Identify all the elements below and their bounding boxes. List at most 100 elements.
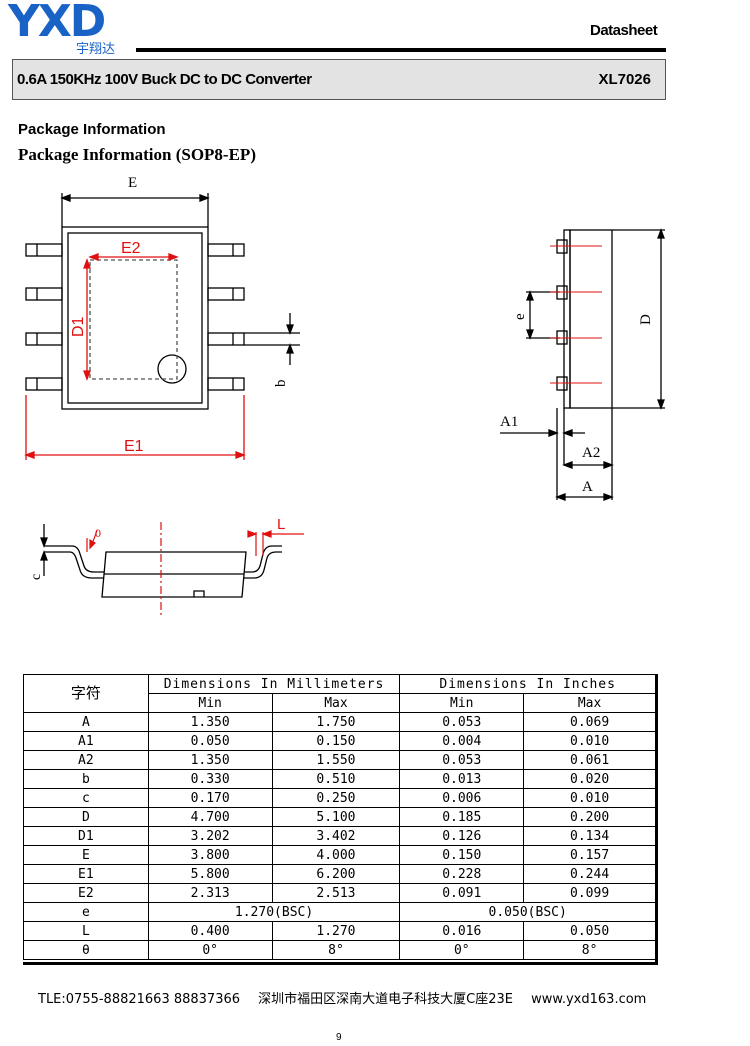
cell-in-max: 0.061 — [523, 750, 656, 770]
cell-in-max: 0.050 — [523, 921, 656, 941]
cell-mm-min: 0.170 — [147, 788, 273, 808]
cell-mm-max: 1.550 — [271, 750, 401, 770]
in-min-header: Min — [399, 693, 525, 713]
company-logo: YXD 宇翔达 — [8, 0, 143, 58]
cell-mm-min: 0.330 — [147, 769, 273, 789]
cell-in-min: 0.006 — [399, 788, 525, 808]
dimensions-table: 字符 Dimensions In Millimeters Dimensions … — [23, 674, 656, 960]
cell-mm-min: 3.800 — [147, 845, 273, 865]
cell-symbol: θ — [23, 940, 149, 960]
symbol-header: 字符 — [23, 674, 149, 713]
table-shadow-bottom — [23, 962, 658, 965]
page-footer: TLE:0755-88821663 88837366 深圳市福田区深南大道电子科… — [38, 988, 660, 1007]
cell-in-bsc: 0.050(BSC) — [399, 902, 656, 922]
cell-symbol: E1 — [23, 864, 149, 884]
cell-symbol: A1 — [23, 731, 149, 751]
in-max-header: Max — [523, 693, 656, 713]
cell-mm-min: 0.050 — [147, 731, 273, 751]
dim-label-A: A — [582, 479, 593, 495]
cell-in-max: 0.244 — [523, 864, 656, 884]
cell-mm-max: 6.200 — [271, 864, 401, 884]
table-subheader-row: Min Max Min Max — [24, 693, 656, 713]
cell-in-max: 0.069 — [523, 712, 656, 732]
cell-symbol: e — [23, 902, 149, 922]
cell-mm-min: 1.350 — [147, 712, 273, 732]
cell-mm-max: 2.513 — [271, 883, 401, 903]
cell-in-max: 0.157 — [523, 845, 656, 865]
cell-mm-max: 3.402 — [271, 826, 401, 846]
dim-label-b: b — [273, 380, 289, 388]
dim-label-D1: D1 — [70, 316, 87, 337]
section-subheading: Package Information (SOP8-EP) — [18, 145, 256, 164]
cell-mm-max: 1.750 — [271, 712, 401, 732]
table-header-row: 字符 Dimensions In Millimeters Dimensions … — [23, 674, 656, 713]
section-heading: Package Information — [18, 121, 166, 138]
dim-label-theta: 0 — [95, 526, 101, 540]
cell-symbol: c — [23, 788, 149, 808]
cell-symbol: L — [23, 921, 149, 941]
cell-mm-min: 0.400 — [147, 921, 273, 941]
header-rule — [136, 48, 666, 52]
dim-label-c: c — [29, 574, 44, 580]
cell-symbol: D1 — [23, 826, 149, 846]
cell-symbol: E — [23, 845, 149, 865]
cell-in-min: 0.053 — [399, 750, 525, 770]
dim-label-L: L — [277, 516, 285, 533]
cell-in-max: 8° — [523, 940, 656, 960]
cell-in-max: 0.010 — [523, 788, 656, 808]
dim-label-E2: E2 — [121, 240, 141, 257]
cell-mm-max: 4.000 — [271, 845, 401, 865]
cell-symbol: E2 — [23, 883, 149, 903]
page-number: 9 — [336, 1032, 342, 1043]
millimeters-header: Dimensions In Millimeters — [147, 674, 401, 694]
document-type: Datasheet — [590, 22, 658, 39]
package-lead-profile: c 0 L — [29, 516, 304, 618]
cell-mm-max: 0.150 — [271, 731, 401, 751]
cell-in-max: 0.200 — [523, 807, 656, 827]
dim-label-A1: A1 — [500, 414, 518, 430]
cell-mm-max: 1.270 — [271, 921, 401, 941]
cell-in-min: 0.091 — [399, 883, 525, 903]
cell-mm-min: 4.700 — [147, 807, 273, 827]
cell-in-min: 0.004 — [399, 731, 525, 751]
cell-mm-min: 1.350 — [147, 750, 273, 770]
dim-label-E: E — [128, 175, 137, 191]
cell-symbol: A — [23, 712, 149, 732]
cell-mm-min: 2.313 — [147, 883, 273, 903]
title-bar: 0.6A 150KHz 100V Buck DC to DC Converter… — [12, 59, 666, 100]
cell-in-min: 0.016 — [399, 921, 525, 941]
cell-symbol: A2 — [23, 750, 149, 770]
cell-in-max: 0.010 — [523, 731, 656, 751]
dim-label-E1: E1 — [124, 438, 144, 455]
cell-mm-max: 0.510 — [271, 769, 401, 789]
mm-max-header: Max — [271, 693, 401, 713]
dim-label-A2: A2 — [582, 445, 600, 461]
part-number: XL7026 — [598, 71, 651, 88]
cell-in-min: 0.150 — [399, 845, 525, 865]
cell-in-min: 0.053 — [399, 712, 525, 732]
mm-min-header: Min — [147, 693, 273, 713]
cell-mm-max: 5.100 — [271, 807, 401, 827]
inches-header: Dimensions In Inches — [399, 674, 656, 694]
package-top-view: E E2 D1 E1 b — [24, 175, 300, 460]
cell-symbol: D — [23, 807, 149, 827]
package-side-view: D e A1 A2 A — [500, 228, 665, 501]
cell-in-max: 0.020 — [523, 769, 656, 789]
cell-in-min: 0.185 — [399, 807, 525, 827]
cell-mm-max: 8° — [271, 940, 401, 960]
cell-in-min: 0.013 — [399, 769, 525, 789]
cell-in-min: 0.228 — [399, 864, 525, 884]
cell-in-min: 0° — [399, 940, 525, 960]
footer-phone: TLE:0755-88821663 88837366 — [38, 992, 241, 1007]
logo-chinese-name: 宇翔达 — [76, 42, 116, 57]
cell-in-max: 0.099 — [523, 883, 656, 903]
